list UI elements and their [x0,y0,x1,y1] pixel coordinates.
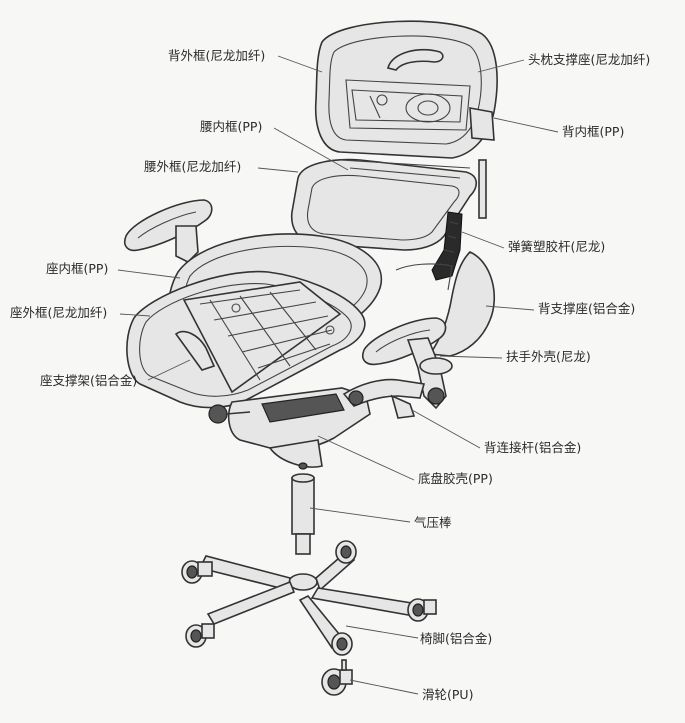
back-inner-frame-shape [345,79,471,131]
right-armrest-shape [362,317,453,410]
label-back-support-seat: 背支撑座(铝合金) [538,301,636,316]
back-connector-shape [342,378,426,419]
left-armrest-shape [123,199,213,263]
label-chassis-shell: 底盘胶壳(PP) [418,471,493,486]
label-spring-rod: 弹簧塑胶杆(尼龙) [508,239,606,254]
label-back-inner-frame: 背内框(PP) [562,124,625,139]
leader-lines [117,55,559,695]
label-gas-lift: 气压棒 [414,515,452,530]
label-back-outer-frame: 背外框(尼龙加纤) [168,48,266,63]
seat-frames-shape [126,233,383,409]
label-seat-bracket: 座支撑架(铝合金) [40,373,138,388]
chassis-shape [208,387,371,468]
label-headrest-seat: 头枕支撑座(尼龙加纤) [528,52,651,67]
spring-rod-shape [431,211,463,281]
label-waist-inner-frame: 腰内框(PP) [200,119,263,134]
label-armrest-shell: 扶手外壳(尼龙) [506,349,591,364]
gas-lift-shape [291,462,315,555]
label-chair-base: 椅脚(铝合金) [420,631,493,646]
label-caster: 滑轮(PU) [422,687,474,702]
casters-shape [181,540,437,696]
chair-base-shape [198,550,420,650]
label-waist-outer-frame: 腰外框(尼龙加纤) [144,159,242,174]
label-back-connector: 背连接杆(铝合金) [484,440,582,455]
label-seat-outer-frame: 座外框(尼龙加纤) [10,305,108,320]
headrest-seat-shape [387,48,495,141]
label-seat-inner-frame: 座内框(PP) [46,261,109,276]
